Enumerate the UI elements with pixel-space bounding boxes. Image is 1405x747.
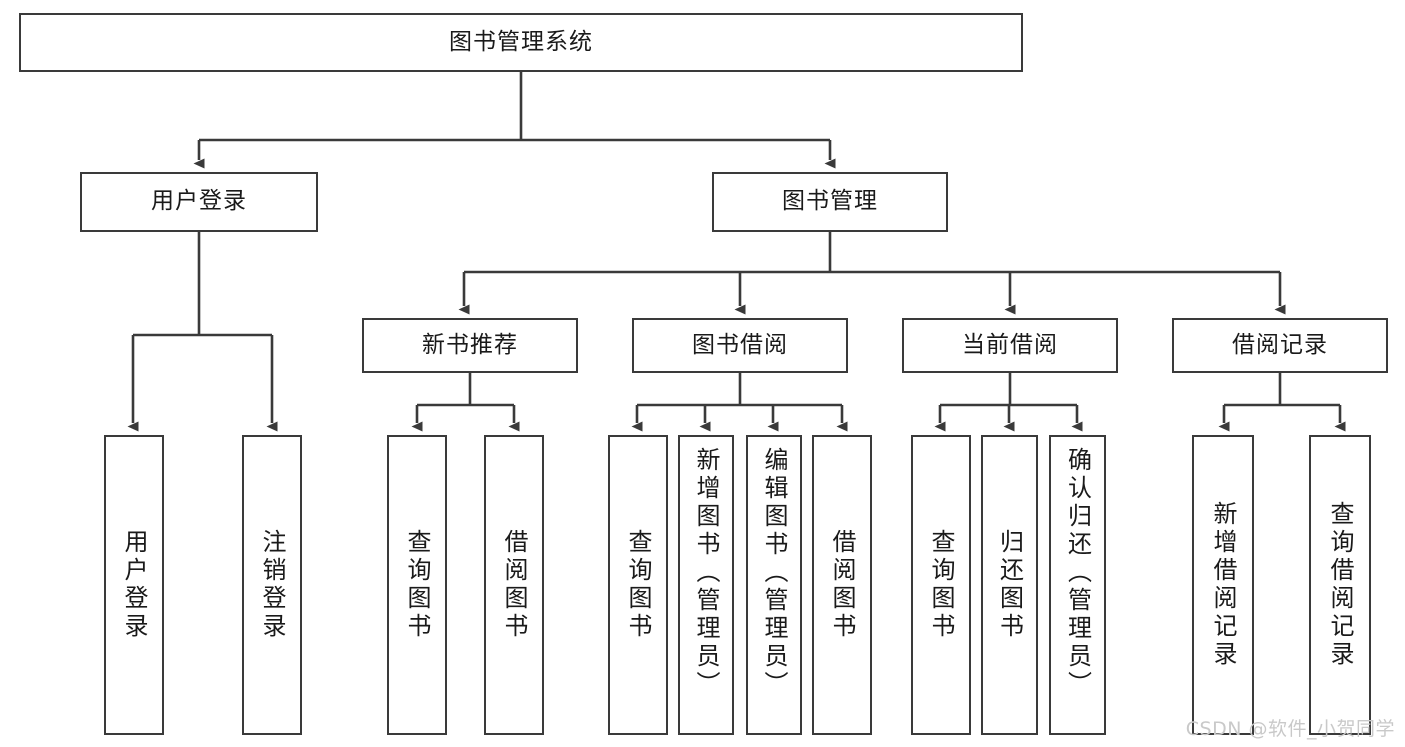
leaf-borrow-record-query-label: 查询借阅记录 bbox=[1326, 501, 1354, 669]
leaf-current-borrow-confirm[interactable]: 确认归还（管理员） bbox=[1049, 435, 1106, 735]
leaf-new-book-borrow-label: 借阅图书 bbox=[500, 529, 528, 641]
node-new-book-recommend-label: 新书推荐 bbox=[422, 331, 518, 358]
leaf-new-book-query[interactable]: 查询图书 bbox=[387, 435, 447, 735]
leaf-user-login-signin[interactable]: 用户登录 bbox=[104, 435, 164, 735]
node-book-manage-label: 图书管理 bbox=[782, 188, 878, 215]
node-borrow-record[interactable]: 借阅记录 bbox=[1172, 318, 1388, 373]
leaf-book-borrow-add[interactable]: 新增图书（管理员） bbox=[678, 435, 734, 735]
leaf-user-login-signout-label: 注销登录 bbox=[258, 529, 286, 641]
csdn-watermark: CSDN @软件_小贺同学 bbox=[1185, 718, 1395, 740]
leaf-book-borrow-lend-label: 借阅图书 bbox=[828, 529, 856, 641]
leaf-borrow-record-query[interactable]: 查询借阅记录 bbox=[1309, 435, 1371, 735]
node-root-label: 图书管理系统 bbox=[449, 28, 593, 55]
leaf-new-book-borrow[interactable]: 借阅图书 bbox=[484, 435, 544, 735]
node-book-borrow-label: 图书借阅 bbox=[692, 331, 788, 358]
node-current-borrow-label: 当前借阅 bbox=[962, 331, 1058, 358]
leaf-current-borrow-query[interactable]: 查询图书 bbox=[911, 435, 971, 735]
leaf-book-borrow-query-label: 查询图书 bbox=[624, 529, 652, 641]
leaf-user-login-signin-label: 用户登录 bbox=[120, 529, 148, 641]
node-user-login[interactable]: 用户登录 bbox=[80, 172, 318, 232]
leaf-current-borrow-return-label: 归还图书 bbox=[995, 529, 1024, 641]
leaf-user-login-signout[interactable]: 注销登录 bbox=[242, 435, 302, 735]
leaf-current-borrow-query-label: 查询图书 bbox=[927, 529, 955, 641]
leaf-book-borrow-edit[interactable]: 编辑图书（管理员） bbox=[746, 435, 802, 735]
node-borrow-record-label: 借阅记录 bbox=[1232, 331, 1328, 358]
leaf-book-borrow-edit-label: 编辑图书（管理员） bbox=[760, 447, 788, 699]
leaf-new-book-query-label: 查询图书 bbox=[403, 529, 431, 641]
node-new-book-recommend[interactable]: 新书推荐 bbox=[362, 318, 578, 373]
leaf-current-borrow-confirm-label: 确认归还（管理员） bbox=[1063, 447, 1092, 699]
leaf-borrow-record-add-label: 新增借阅记录 bbox=[1209, 501, 1237, 669]
node-current-borrow[interactable]: 当前借阅 bbox=[902, 318, 1118, 373]
leaf-book-borrow-add-label: 新增图书（管理员） bbox=[692, 447, 720, 699]
node-book-manage[interactable]: 图书管理 bbox=[712, 172, 948, 232]
leaf-book-borrow-query[interactable]: 查询图书 bbox=[608, 435, 668, 735]
leaf-borrow-record-add[interactable]: 新增借阅记录 bbox=[1192, 435, 1254, 735]
leaf-current-borrow-return[interactable]: 归还图书 bbox=[981, 435, 1038, 735]
leaf-book-borrow-lend[interactable]: 借阅图书 bbox=[812, 435, 872, 735]
node-user-login-label: 用户登录 bbox=[151, 188, 247, 215]
node-book-borrow[interactable]: 图书借阅 bbox=[632, 318, 848, 373]
node-root[interactable]: 图书管理系统 bbox=[19, 13, 1023, 72]
